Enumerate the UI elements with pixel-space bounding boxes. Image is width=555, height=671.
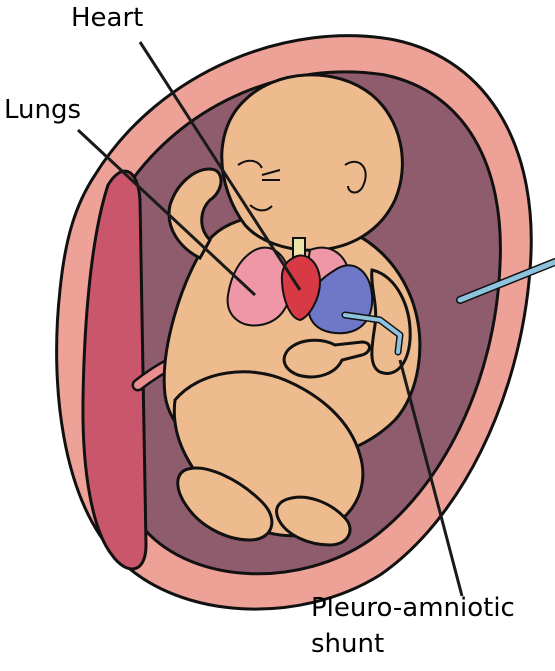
label-heart: Heart (71, 4, 143, 33)
label-shunt-line2: shunt (311, 630, 384, 659)
fetus-head (222, 75, 403, 250)
label-lungs: Lungs (4, 96, 81, 125)
label-shunt-line1: Pleuro-amniotic (311, 594, 515, 623)
